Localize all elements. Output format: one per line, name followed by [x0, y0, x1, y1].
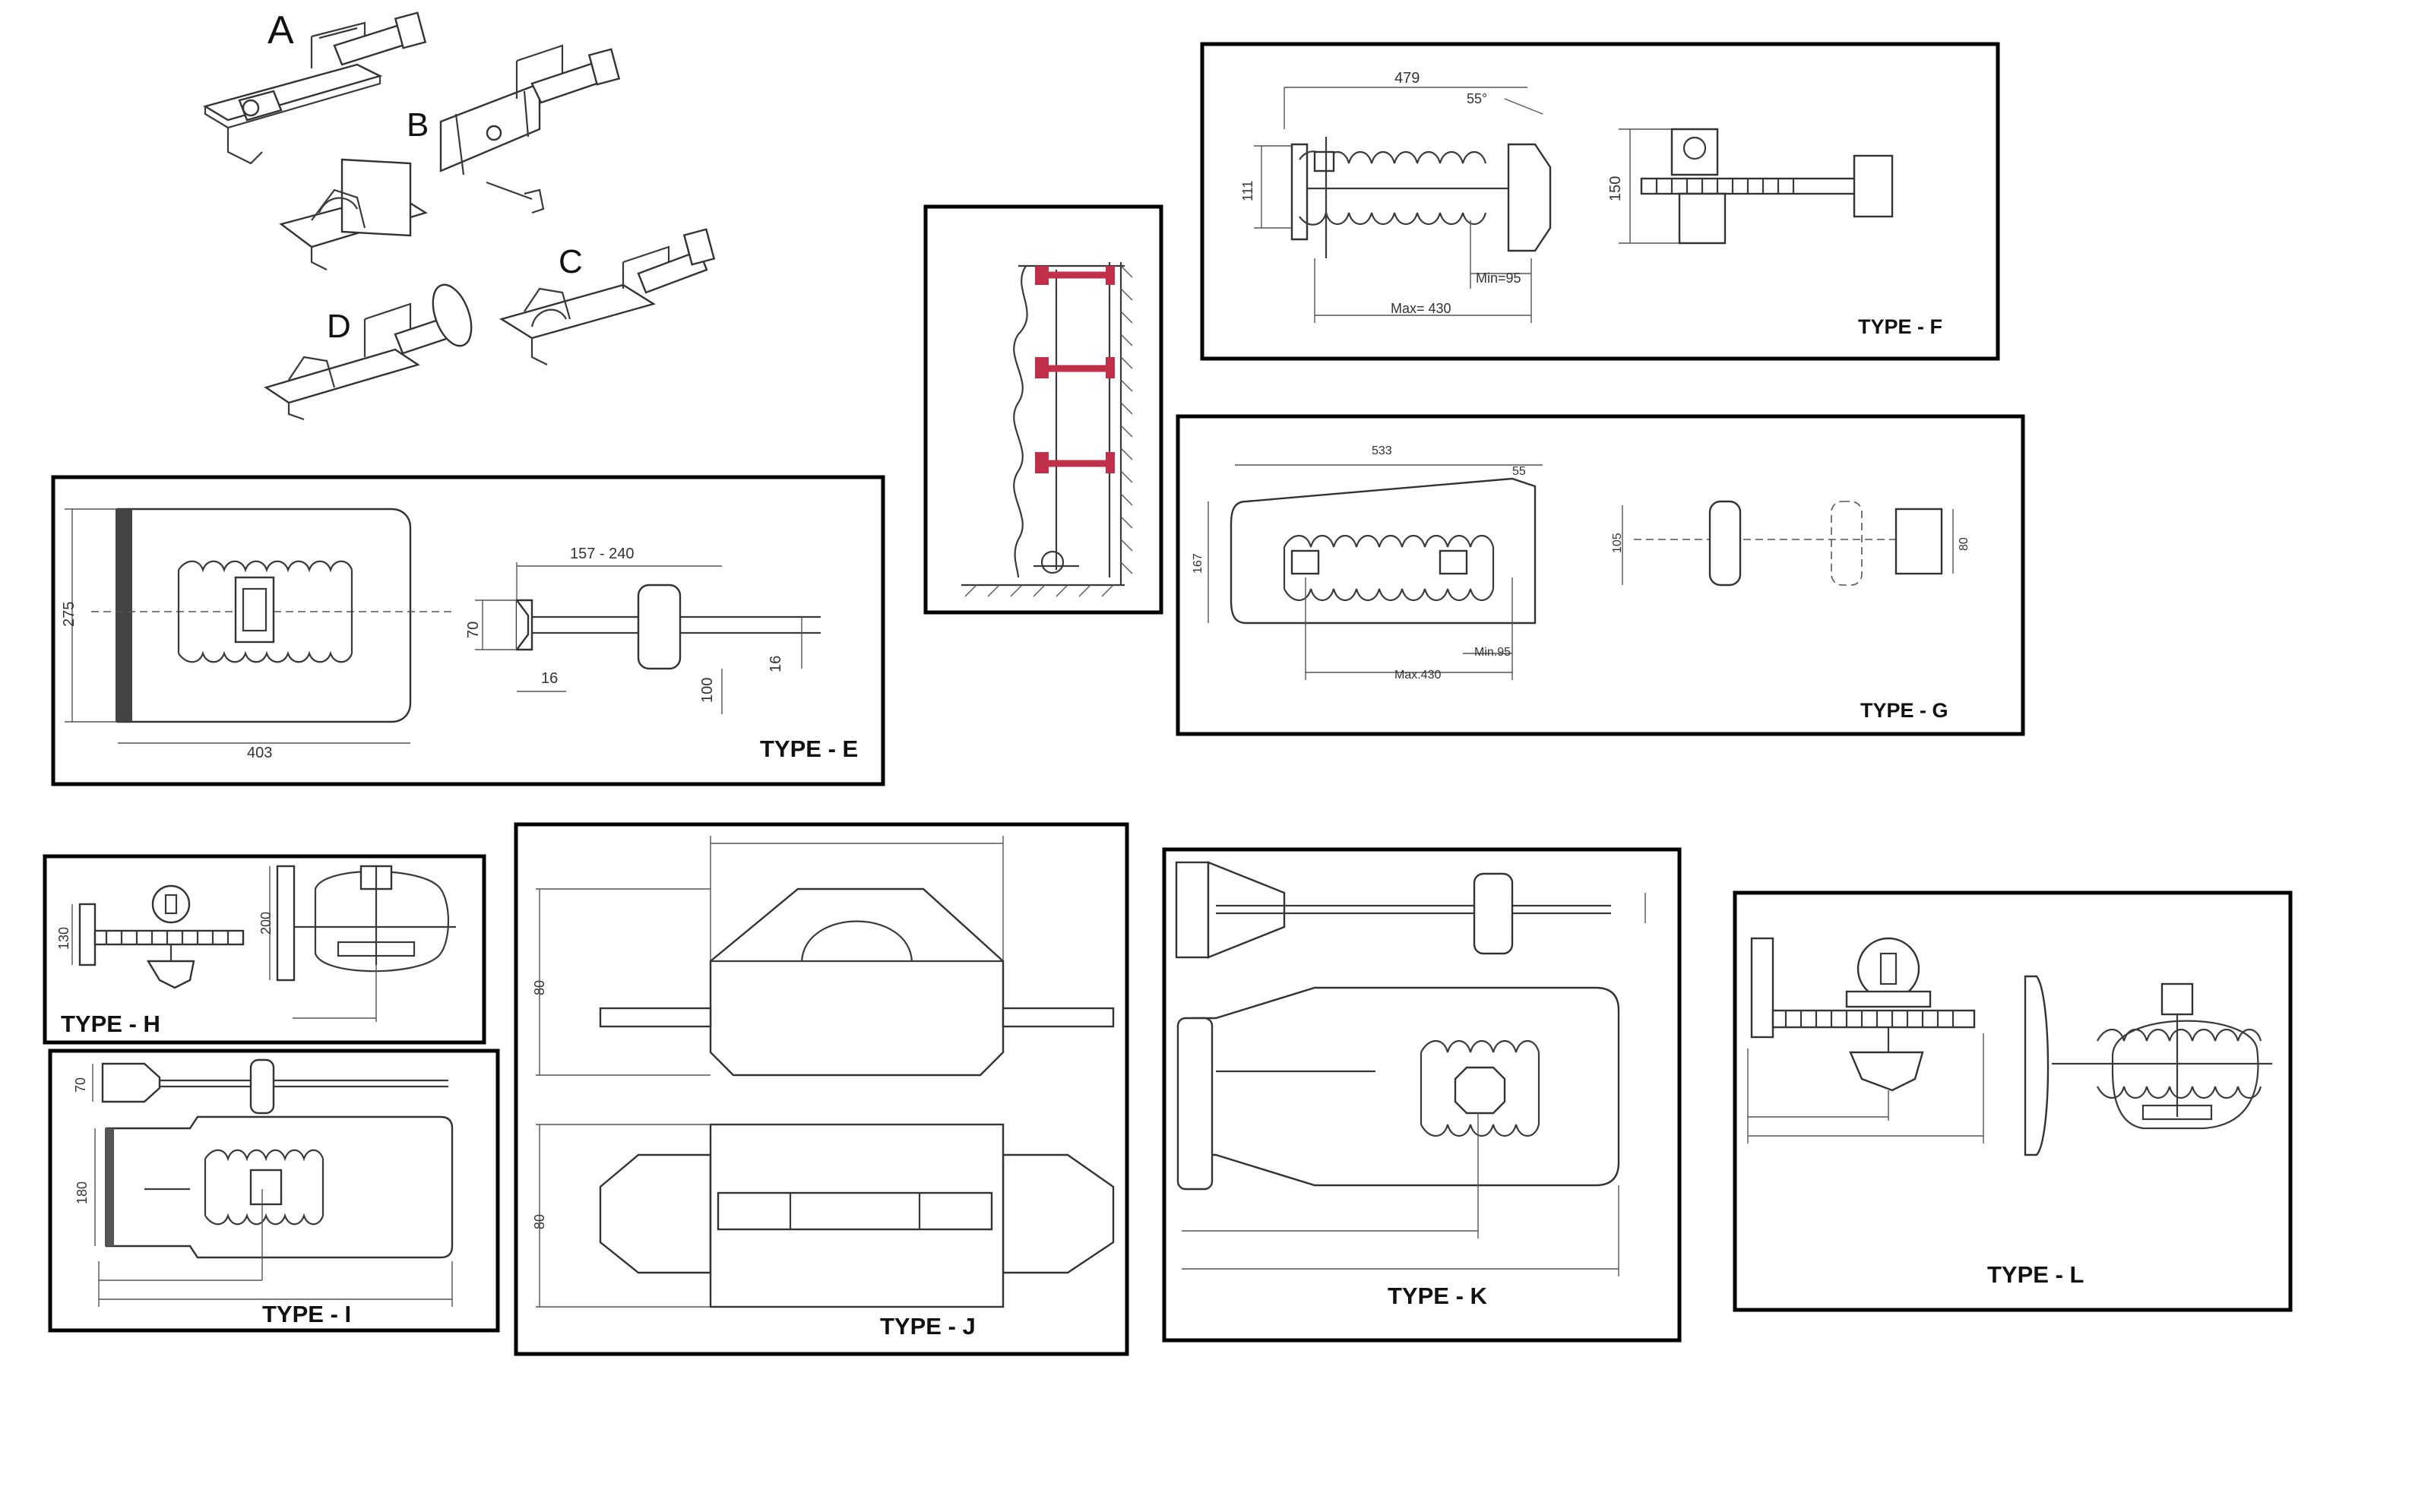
type-l-label: TYPE - L — [1987, 1261, 2084, 1288]
type-f-dim-max: Max= 430 — [1391, 301, 1451, 316]
type-g-label: TYPE - G — [1860, 699, 1948, 722]
type-f-frame — [1200, 42, 2000, 361]
type-f-dim-side: 150 — [1607, 176, 1624, 201]
iso-fitting-c — [499, 228, 716, 365]
type-g-dim-end: 80 — [1958, 537, 1970, 551]
type-j-frame — [514, 822, 1129, 1356]
type-k-frame — [1162, 847, 1682, 1343]
letter-b: B — [407, 106, 429, 144]
type-f-dim-angle: 55° — [1467, 91, 1488, 106]
type-h-drawing — [71, 865, 456, 1022]
type-e-dim-height: 275 — [61, 601, 78, 627]
type-e-drawing — [65, 508, 821, 744]
type-g-dim-length: 533 — [1372, 444, 1392, 457]
type-j-dim-b: 80 — [532, 1213, 547, 1229]
type-h-label: TYPE - H — [61, 1011, 160, 1037]
type-g-dim-angle: 55 — [1512, 465, 1526, 478]
wall-panel-frame — [923, 204, 1163, 615]
type-g-dim-side: 105 — [1611, 533, 1624, 553]
letter-d: D — [327, 308, 351, 345]
type-j-drawing — [536, 836, 1115, 1308]
type-e-dim-thick: 16 — [541, 670, 559, 687]
type-i-frame — [48, 1049, 500, 1333]
letter-c: C — [559, 243, 583, 280]
type-i-dim-a: 70 — [73, 1077, 88, 1093]
type-e-dim-rod: 16 — [768, 655, 784, 672]
type-f-dim-length: 479 — [1394, 70, 1420, 87]
type-j-label: TYPE - J — [880, 1313, 976, 1340]
type-f-drawing — [1254, 87, 1894, 323]
type-h-frame — [43, 854, 486, 1045]
type-g-dim-min: Min.95 — [1474, 646, 1511, 659]
type-g-drawing — [1208, 464, 1954, 680]
type-g-dim-height: 167 — [1192, 553, 1204, 574]
type-e-dim-range: 157 - 240 — [570, 546, 635, 562]
iso-fitting-d — [264, 283, 473, 421]
iso-fitting-a — [202, 11, 427, 165]
type-e-dim-width: 403 — [247, 745, 273, 761]
type-e-dim-base: 100 — [699, 677, 716, 703]
type-k-label: TYPE - K — [1388, 1283, 1487, 1309]
type-i-label: TYPE - I — [262, 1301, 352, 1327]
type-g-frame — [1176, 414, 2025, 736]
type-j-dim-a: 80 — [532, 979, 547, 995]
iso-fitting-b — [439, 44, 621, 214]
type-h-dim-a: 130 — [56, 926, 71, 950]
type-e-dim-plate: 70 — [465, 621, 482, 638]
type-f-dim-height: 111 — [1240, 180, 1255, 201]
type-i-dim-b: 180 — [74, 1181, 90, 1204]
wall-section-drawing — [961, 262, 1133, 597]
type-k-drawing — [1175, 861, 1646, 1276]
type-f-dim-min: Min=95 — [1476, 270, 1521, 286]
type-l-frame — [1733, 890, 2293, 1312]
type-g-dim-max: Max.430 — [1394, 669, 1442, 682]
iso-fitting-lock — [279, 158, 428, 270]
type-i-drawing — [92, 1058, 454, 1307]
type-f-label: TYPE - F — [1858, 315, 1943, 338]
type-l-drawing — [1747, 937, 2272, 1156]
type-h-dim-b: 200 — [258, 911, 274, 935]
type-e-frame — [51, 475, 885, 786]
type-e-label: TYPE - E — [760, 735, 859, 762]
letter-a: A — [267, 8, 294, 52]
